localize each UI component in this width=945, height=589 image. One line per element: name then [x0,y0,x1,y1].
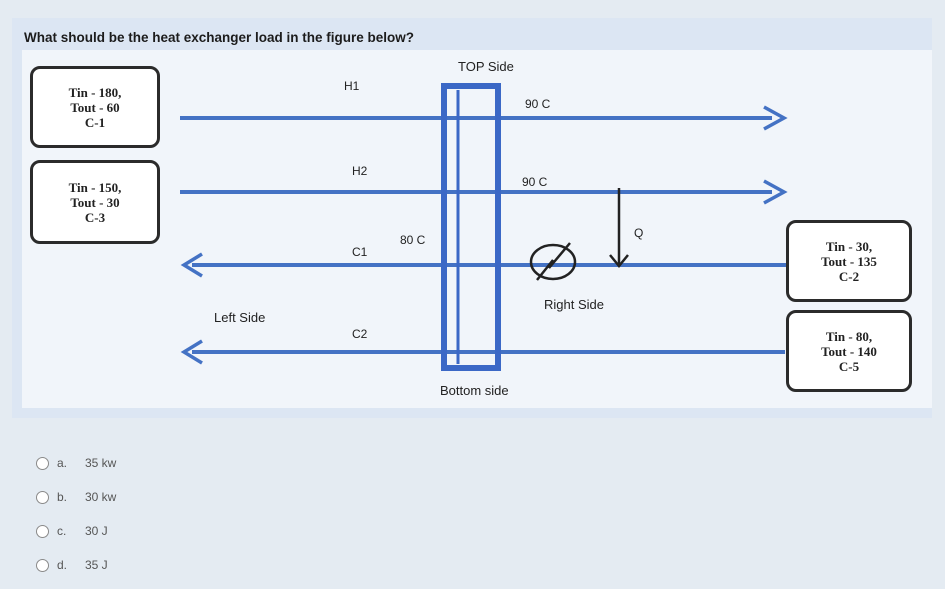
c1-exchanger-temp: 80 C [400,233,426,247]
c1-tout: Tout - 135 [821,253,877,269]
c2-tin: Tin - 80, [825,328,873,344]
option-d-radio[interactable] [36,558,49,572]
stream-h1-label: H1 [344,79,360,93]
stream-h1-data-box: Tin - 180, Tout - 60 C-1 [30,66,160,148]
option-b[interactable]: b. 30 kw [36,480,116,514]
option-a[interactable]: a. 35 kw [36,446,116,480]
h1-cp: C-1 [84,114,106,130]
stream-h2-data-box: Tin - 150, Tout - 30 C-3 [30,160,160,244]
h1-exchanger-temp: 90 C [525,97,551,111]
stream-c1-data-box: Tin - 30, Tout - 135 C-2 [786,220,912,302]
stream-c1-arrowhead [180,252,203,278]
heater-zigzag [536,242,571,281]
stream-c2-label: C2 [352,327,368,341]
c1-tin: Tin - 30, [825,238,873,254]
option-c-radio[interactable] [36,524,49,538]
stream-h2-label: H2 [352,164,368,178]
h2-cp: C-3 [84,209,106,225]
heater-arrowhead [609,254,629,268]
heat-exchanger-figure [22,50,932,408]
top-side-label: TOP Side [458,59,514,74]
heater-symbol [529,243,577,281]
stream-c1-label: C1 [352,245,368,259]
option-d-letter: d. [57,558,68,572]
stream-h1-arrowhead [763,105,788,131]
c1-cp: C-2 [838,268,860,284]
option-b-text: 30 kw [85,490,117,504]
option-a-letter: a. [57,456,68,470]
option-c[interactable]: c. 30 J [36,514,116,548]
option-a-radio[interactable] [36,456,49,470]
stream-h2-arrowhead [763,179,788,205]
stream-c2-data-box: Tin - 80, Tout - 140 C-5 [786,310,912,392]
c2-cp: C-5 [838,358,860,374]
left-side-label: Left Side [214,310,266,325]
option-c-text: 30 J [85,524,108,538]
bottom-side-label: Bottom side [440,383,509,398]
h2-tout: Tout - 30 [70,194,120,210]
h2-exchanger-temp: 90 C [522,175,548,189]
heat-exchanger [441,83,501,371]
option-a-text: 35 kw [85,456,117,470]
right-side-label: Right Side [544,297,604,312]
h2-tin: Tin - 150, [68,179,122,195]
stream-c2-arrowhead [180,339,203,365]
option-d-text: 35 J [85,558,108,572]
h1-tin: Tin - 180, [68,84,122,100]
answer-options: a. 35 kw b. 30 kw c. 30 J d. 35 J [36,446,116,582]
question-text: What should be the heat exchanger load i… [24,30,415,45]
heater-q-label: Q [634,226,644,240]
h1-tout: Tout - 60 [70,99,120,115]
option-b-letter: b. [57,490,68,504]
c2-tout: Tout - 140 [821,343,877,359]
option-d[interactable]: d. 35 J [36,548,116,582]
option-b-radio[interactable] [36,490,49,504]
option-c-letter: c. [57,524,67,538]
